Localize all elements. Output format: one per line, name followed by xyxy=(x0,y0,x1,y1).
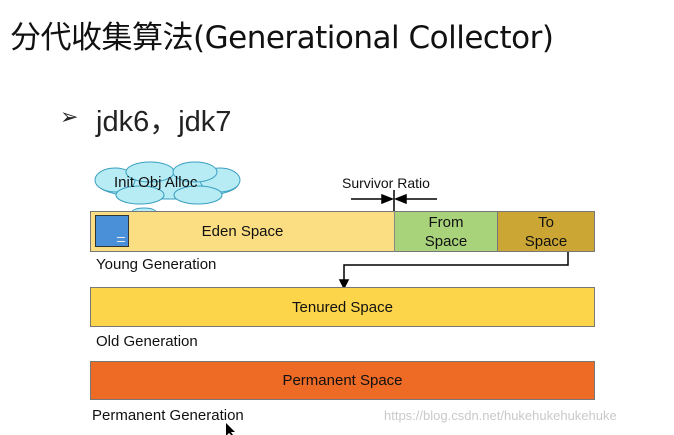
cloud-label: Init Obj Alloc xyxy=(114,174,198,191)
mouse-cursor-icon xyxy=(226,423,235,435)
bullet-arrow-icon: ➢ xyxy=(60,104,79,129)
tenured-space: Tenured Space xyxy=(90,287,595,327)
permanent-space: Permanent Space xyxy=(90,361,595,400)
allocation-block-icon xyxy=(95,215,129,247)
permanent-generation-label: Permanent Generation xyxy=(92,407,244,424)
init-alloc-cloud xyxy=(94,161,241,205)
bullet-text: jdk6，jdk7 xyxy=(96,106,232,138)
promotion-arrow xyxy=(338,252,569,290)
permanent-space-label: Permanent Space xyxy=(282,372,403,389)
page-title: 分代收集算法(Generational Collector) xyxy=(10,20,554,56)
to-space-label-line1: To xyxy=(538,213,554,231)
allocation-mark-icon xyxy=(117,237,125,242)
survivor-ratio-label: Survivor Ratio xyxy=(342,175,430,191)
eden-space-label: Eden Space xyxy=(201,223,284,240)
watermark: https://blog.csdn.net/hukehukehukehuke xyxy=(384,408,617,423)
tenured-space-label: Tenured Space xyxy=(292,298,393,316)
to-space-label-line2: Space xyxy=(524,232,568,250)
survivor-ratio-arrows xyxy=(351,190,437,211)
eden-space: Eden Space xyxy=(90,211,394,252)
from-space-label-line2: Space xyxy=(424,232,468,250)
old-generation-label: Old Generation xyxy=(96,333,198,350)
to-space: To Space xyxy=(497,211,595,252)
from-space: From Space xyxy=(394,211,497,252)
from-space-label-line1: From xyxy=(428,213,464,231)
young-generation-label: Young Generation xyxy=(96,256,217,273)
